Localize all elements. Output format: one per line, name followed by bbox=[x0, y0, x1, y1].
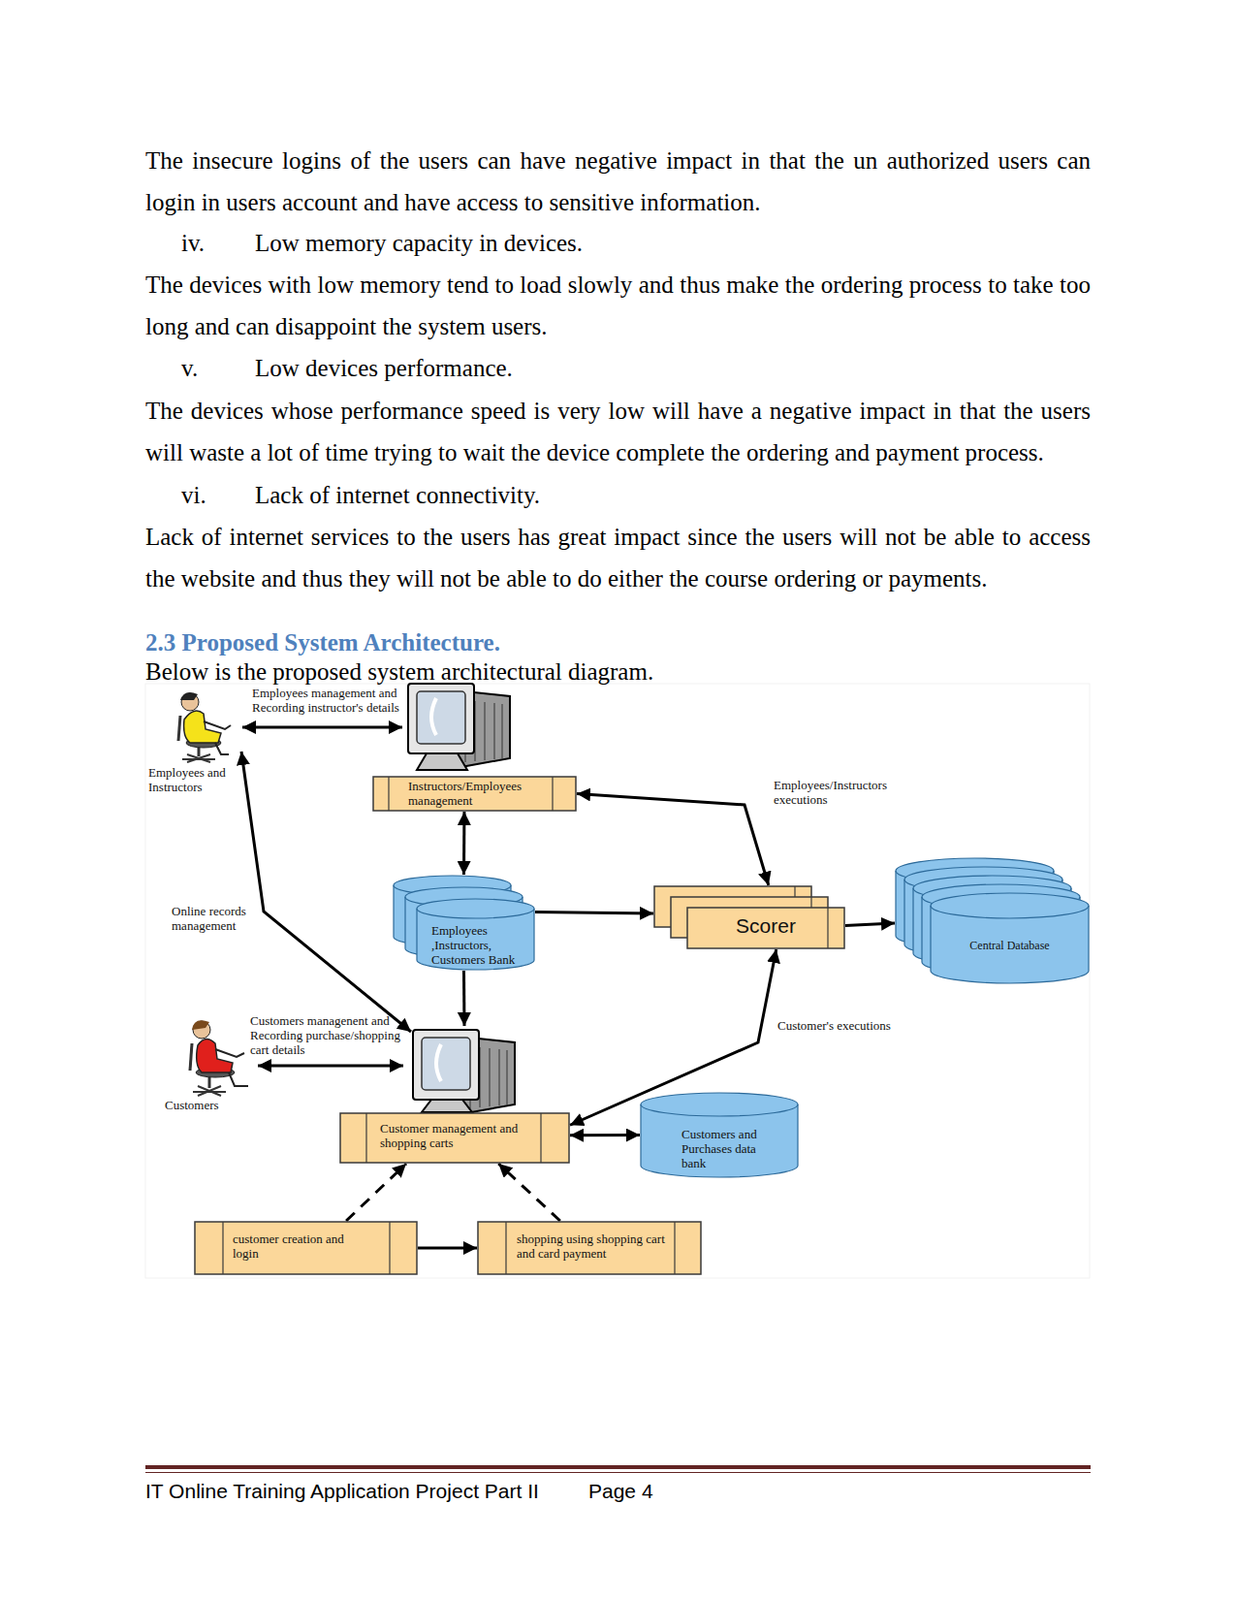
node-shape bbox=[894, 856, 1090, 984]
node-label: customer creation and login bbox=[232, 1231, 345, 1261]
node-text-block: Central Database bbox=[929, 920, 1090, 970]
node-text-block: shopping using shopping cart and card pa… bbox=[516, 1231, 667, 1261]
process-box: customer creation and login bbox=[193, 1220, 418, 1275]
node-text-block: Customers and Purchases data bank bbox=[681, 1126, 771, 1171]
intro-text: Below is the proposed system architectur… bbox=[145, 657, 654, 687]
process-box: Scorer bbox=[653, 885, 846, 950]
footer-rule bbox=[145, 1471, 1091, 1473]
node-label: Instructors/Employees management bbox=[408, 778, 554, 808]
body-paragraph: Lack of internet services to the users h… bbox=[145, 515, 1091, 600]
process-box: Instructors/Employees management bbox=[372, 775, 577, 812]
connector-label: Customer's executions bbox=[775, 1017, 893, 1033]
node-shape bbox=[193, 1220, 418, 1275]
process-box: shopping using shopping cart and card pa… bbox=[476, 1220, 702, 1275]
connector-arrow bbox=[576, 793, 769, 887]
connector-arrow bbox=[845, 922, 895, 925]
node-label: Customers and Purchases data bank bbox=[681, 1126, 771, 1171]
computer-icon bbox=[408, 683, 510, 770]
flow-label: Online records management bbox=[171, 903, 264, 933]
node-shape bbox=[339, 1111, 571, 1164]
list-item: Low devices performance. bbox=[254, 347, 513, 389]
body-paragraph: The devices with low memory tend to load… bbox=[145, 263, 1091, 348]
body-paragraph: The devices whose performance speed is v… bbox=[145, 389, 1091, 474]
actor-label: Employees and Instructors bbox=[148, 764, 246, 794]
flow-arrow bbox=[257, 1064, 404, 1068]
body-paragraph: The insecure logins of the users can hav… bbox=[145, 139, 1091, 223]
node-text-block: Employees ,Instructors, Customers Bank bbox=[431, 922, 534, 967]
list-number: v. bbox=[181, 347, 198, 389]
computer-icon bbox=[412, 1029, 515, 1114]
connector-arrow bbox=[570, 1133, 640, 1137]
flow-arrow bbox=[242, 726, 403, 729]
customer-figure bbox=[190, 1019, 249, 1096]
dashed-connector bbox=[346, 1163, 407, 1221]
connector-arrow bbox=[417, 1246, 477, 1250]
node-label: Employees ,Instructors, Customers Bank bbox=[431, 922, 534, 967]
connector-arrow bbox=[535, 912, 654, 914]
process-box: Customer management and shopping carts bbox=[339, 1111, 571, 1164]
list-number: iv. bbox=[181, 221, 205, 264]
node-text-block: Instructors/Employees management bbox=[408, 778, 554, 808]
node-label: Scorer bbox=[735, 914, 796, 938]
node-text-block: Customer management and shopping carts bbox=[380, 1120, 545, 1150]
flow-label: Customers managenent and Recording purch… bbox=[250, 1013, 415, 1057]
database-cylinder: Employees ,Instructors, Customers Bank bbox=[392, 874, 536, 971]
footer-rule bbox=[145, 1464, 1091, 1469]
flow-label: Employees management and Recording instr… bbox=[252, 685, 432, 715]
node-label: shopping using shopping cart and card pa… bbox=[516, 1231, 667, 1261]
node-text-block: customer creation and login bbox=[232, 1231, 345, 1261]
node-label: Customer management and shopping carts bbox=[380, 1120, 545, 1150]
connector-label: Employees/Instructors executions bbox=[771, 777, 907, 807]
footer-text: IT Online Training Application Project P… bbox=[145, 1478, 539, 1504]
section-heading: 2.3 Proposed System Architecture. bbox=[145, 628, 501, 658]
database-cylinder: Central Database bbox=[894, 856, 1090, 984]
actor-label: Customers bbox=[164, 1097, 220, 1112]
list-item: Low memory capacity in devices. bbox=[254, 221, 583, 264]
node-label: Central Database bbox=[969, 938, 1049, 953]
employee-figure bbox=[178, 692, 231, 762]
connector-arrow bbox=[462, 970, 467, 1026]
connector-arrow bbox=[462, 811, 466, 875]
page-number: Page 4 bbox=[588, 1478, 654, 1504]
diagram-frame bbox=[145, 683, 1090, 1278]
dashed-connector bbox=[498, 1163, 561, 1221]
node-text-block: Scorer bbox=[686, 906, 846, 946]
database-cylinder: Customers and Purchases data bank bbox=[639, 1091, 799, 1178]
list-item: Lack of internet connectivity. bbox=[254, 474, 540, 516]
list-number: vi. bbox=[181, 474, 207, 516]
